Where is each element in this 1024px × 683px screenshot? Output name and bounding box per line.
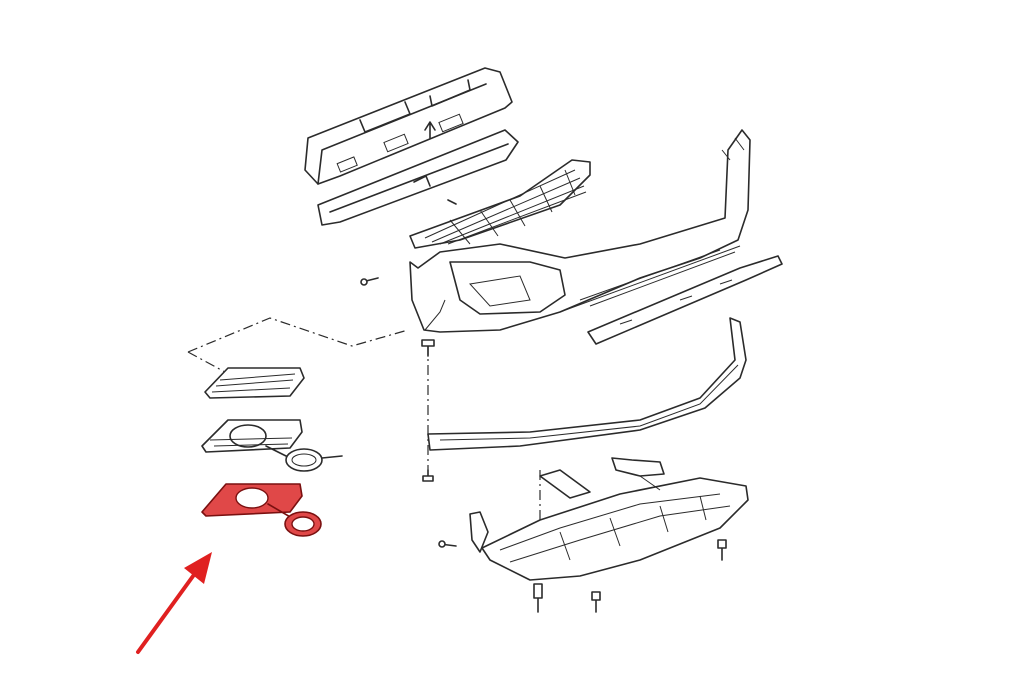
underbody-skid-plate: [469, 457, 749, 581]
lower-trim-strip: [587, 255, 783, 345]
reinforcement-bar: [317, 129, 519, 226]
fog-lamp-grille-blank: [204, 367, 305, 399]
bumper-cover: [409, 129, 751, 333]
fasteners: [360, 199, 727, 613]
impact-absorber: [304, 67, 513, 185]
upper-grille: [409, 159, 591, 249]
pointer-arrow: [136, 552, 212, 654]
fog-lamp-bezel-with-ring: [201, 419, 343, 472]
spoiler-lip: [427, 317, 747, 451]
fog-lamp-bezel-highlighted: [201, 483, 322, 537]
leader-lines: [187, 317, 541, 520]
